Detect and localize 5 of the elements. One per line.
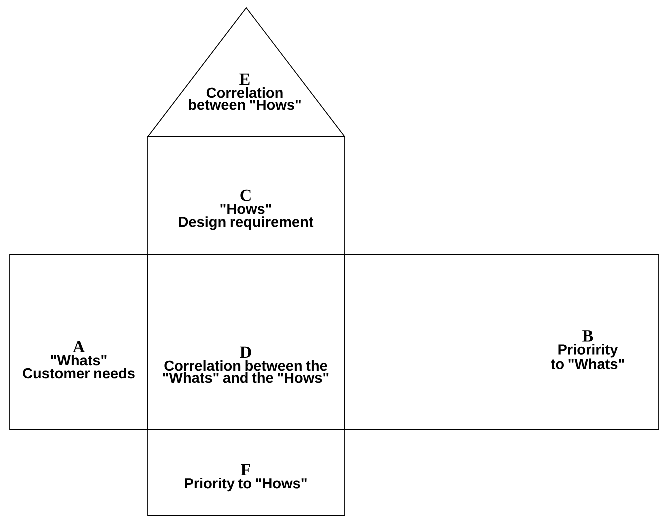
- matrix-box: D Correlation between the "Whats" and the "Hows": [148, 254, 346, 430]
- matrix-box: C "Hows" Design requirement: [148, 136, 346, 256]
- matrix-box: F Priority to "Hows": [148, 430, 346, 516]
- matrix-box: B Prioririty to "Whats": [344, 254, 659, 430]
- matrix-box: A "Whats" Customer needs: [10, 254, 148, 430]
